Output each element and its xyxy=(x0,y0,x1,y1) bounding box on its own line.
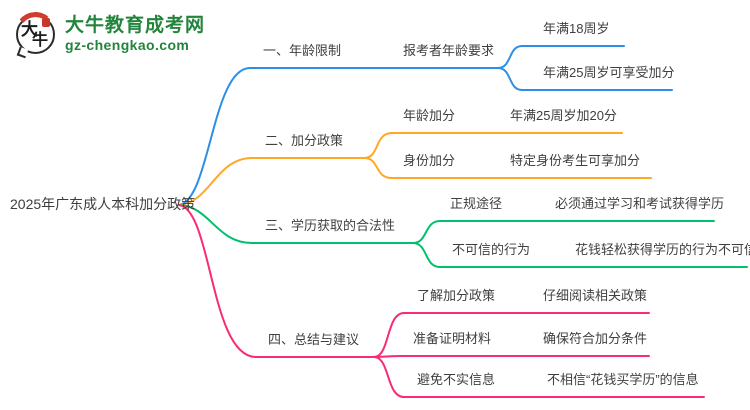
branch3-leaf1-line xyxy=(412,220,715,244)
branch1-label[interactable]: 一、年龄限制 xyxy=(263,43,342,58)
branch2-leaf2-line xyxy=(363,157,652,179)
branch2-child1-label[interactable]: 年龄加分 xyxy=(403,108,456,123)
root-node[interactable]: 2025年广东成人本科加分政策 xyxy=(10,196,196,212)
branch4-label[interactable]: 四、总结与建议 xyxy=(268,332,360,347)
logo-char: 大 xyxy=(21,20,38,39)
branch4-child3-label[interactable]: 避免不实信息 xyxy=(417,372,496,387)
branch1-leaf2-line xyxy=(497,67,673,91)
branch1-child1-label[interactable]: 报考者年龄要求 xyxy=(403,43,495,58)
cow-logo-icon: 大 牛 xyxy=(12,9,59,59)
branch1-main-line xyxy=(178,67,499,206)
logo-seal-stamp xyxy=(42,18,50,27)
branch2-child2-label[interactable]: 身份加分 xyxy=(403,153,456,168)
branch3-main-line xyxy=(178,204,414,244)
branch4-leaf3-line xyxy=(373,356,705,398)
branch3-leaf2-line xyxy=(412,242,748,268)
site-name: 大牛教育成考网 xyxy=(65,15,206,36)
branch4-main-line xyxy=(178,204,375,358)
branch3-child2-label[interactable]: 不可信的行为 xyxy=(452,242,531,257)
branch4-leaf1-label[interactable]: 仔细阅读相关政策 xyxy=(543,288,648,303)
branch4-leaf2-label[interactable]: 确保符合加分条件 xyxy=(543,331,648,346)
branch4-leaf3-label[interactable]: 不相信“花钱买学历”的信息 xyxy=(547,372,699,387)
branch1-leaf1-label[interactable]: 年满18周岁 xyxy=(543,21,610,36)
logo-char: 牛 xyxy=(32,32,49,49)
branch3-leaf2-label[interactable]: 花钱轻松获得学历的行为不可信 xyxy=(575,242,750,257)
branch3-label[interactable]: 三、学历获取的合法性 xyxy=(265,218,396,233)
logo-text: 大牛教育成考网 gz-chengkao.com xyxy=(65,12,205,54)
branch2-leaf1-line xyxy=(363,132,623,159)
branch2-main-line xyxy=(178,157,365,206)
branch3-leaf1-label[interactable]: 必须通过学习和考试获得学历 xyxy=(555,196,725,211)
branch2-leaf1-label[interactable]: 年满25周岁加20分 xyxy=(510,108,617,123)
branch4-child1-label[interactable]: 了解加分政策 xyxy=(417,288,496,303)
branch4-leaf2-line xyxy=(373,355,650,358)
branch2-label[interactable]: 二、加分政策 xyxy=(265,133,344,148)
branch4-child2-label[interactable]: 准备证明材料 xyxy=(413,331,492,346)
site-url: gz-chengkao.com xyxy=(65,37,190,53)
branch1-leaf1-line xyxy=(497,45,625,69)
branch2-leaf2-label[interactable]: 特定身份考生可享加分 xyxy=(510,153,641,168)
site-logo[interactable]: 大 牛 大牛教育成考网 gz-chengkao.com xyxy=(12,9,205,59)
branch1-leaf2-label[interactable]: 年满25周岁可享受加分 xyxy=(543,65,675,80)
branch3-child1-label[interactable]: 正规途径 xyxy=(450,196,503,211)
branch4-leaf1-line xyxy=(373,312,650,358)
